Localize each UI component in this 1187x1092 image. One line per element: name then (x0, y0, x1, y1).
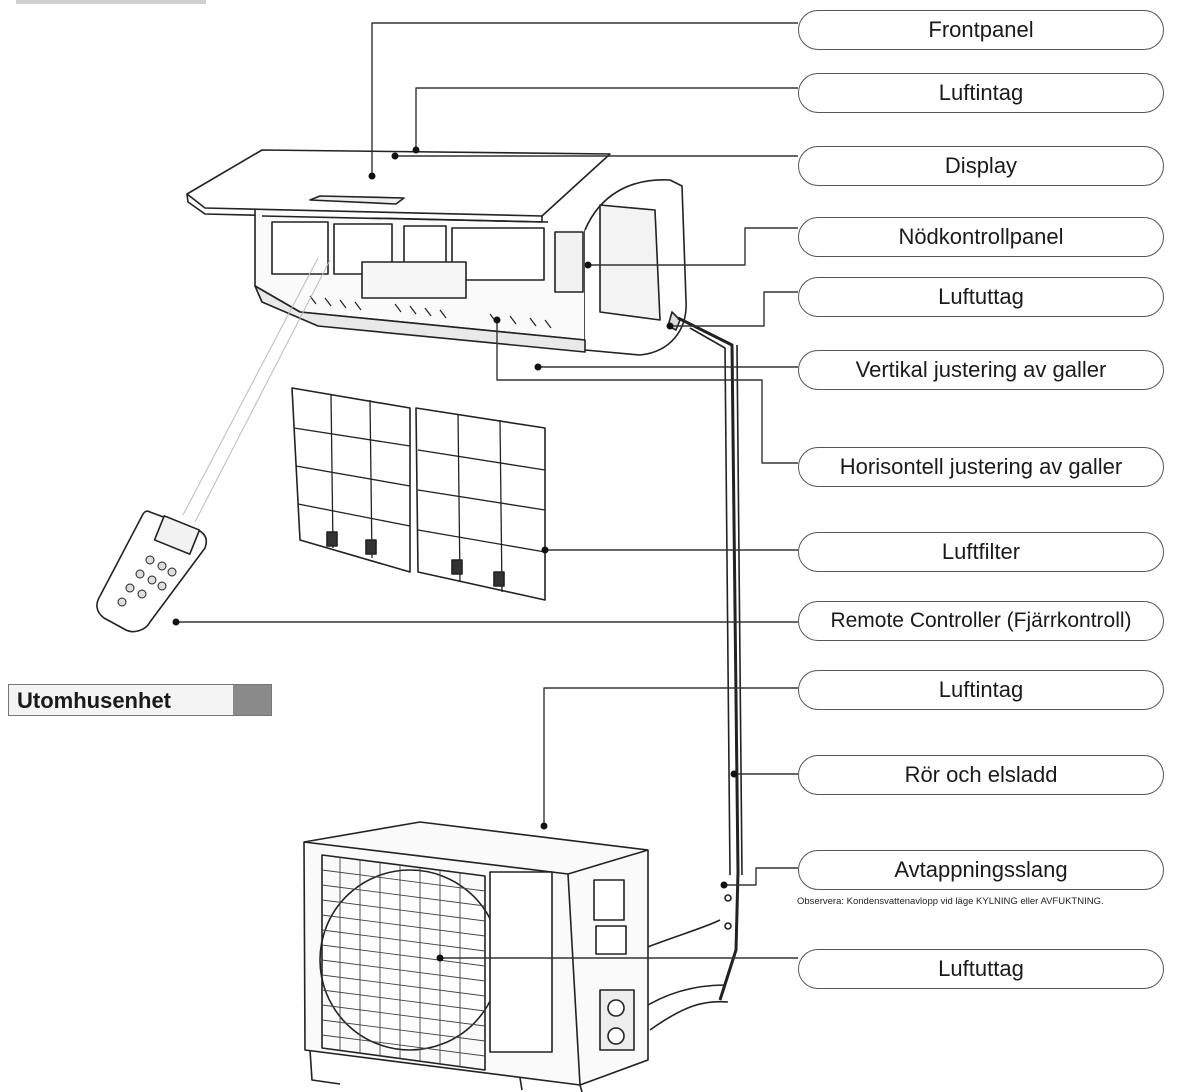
leader-lines (176, 22, 798, 959)
section-title-bar (233, 685, 271, 715)
label-text: Vertikal justering av galler (855, 357, 1107, 382)
outdoor-unit (303, 821, 649, 1092)
outdoor-section-title: Utomhusenhet (8, 684, 272, 716)
label-remote-controller: Remote Controller (Fjärrkontroll) (798, 601, 1164, 641)
label-air-intake: Luftintag (798, 73, 1164, 113)
label-air-filter: Luftfilter (798, 532, 1164, 572)
label-text: Horisontell justering av galler (839, 454, 1123, 479)
label-text: Luftintag (938, 677, 1024, 702)
label-text: Frontpanel (928, 17, 1034, 42)
label-text: Remote Controller (Fjärrkontroll) (830, 609, 1132, 632)
label-text: Luftuttag (938, 956, 1024, 981)
label-text: Avtappningsslang (894, 857, 1068, 882)
leader-dots (172, 146, 738, 962)
label-text: Nödkontrollpanel (898, 224, 1064, 249)
header-strip (16, 0, 206, 4)
drain-note: Observera: Kondensvattenavlopp vid läge … (797, 896, 1104, 907)
label-drain-hose: Avtappningsslang (798, 850, 1164, 890)
section-title-text: Utomhusenhet (17, 688, 171, 713)
remote-controller-drawing (96, 257, 331, 633)
label-pipe-cable: Rör och elsladd (798, 755, 1164, 795)
indoor-unit (186, 149, 687, 356)
label-text: Luftfilter (941, 539, 1021, 564)
label-emergency-panel: Nödkontrollpanel (798, 217, 1164, 257)
label-horizontal-louver: Horisontell justering av galler (798, 447, 1164, 487)
label-text: Rör och elsladd (904, 762, 1058, 787)
label-front-panel: Frontpanel (798, 10, 1164, 50)
label-text: Luftintag (938, 80, 1024, 105)
label-text: Display (944, 153, 1018, 178)
label-outdoor-air-intake: Luftintag (798, 670, 1164, 710)
label-vertical-louver: Vertikal justering av galler (798, 350, 1164, 390)
label-display: Display (798, 146, 1164, 186)
label-text: Luftuttag (938, 284, 1024, 309)
air-filter-drawing (291, 387, 546, 601)
label-outdoor-air-outlet: Luftuttag (798, 949, 1164, 989)
label-air-outlet: Luftuttag (798, 277, 1164, 317)
